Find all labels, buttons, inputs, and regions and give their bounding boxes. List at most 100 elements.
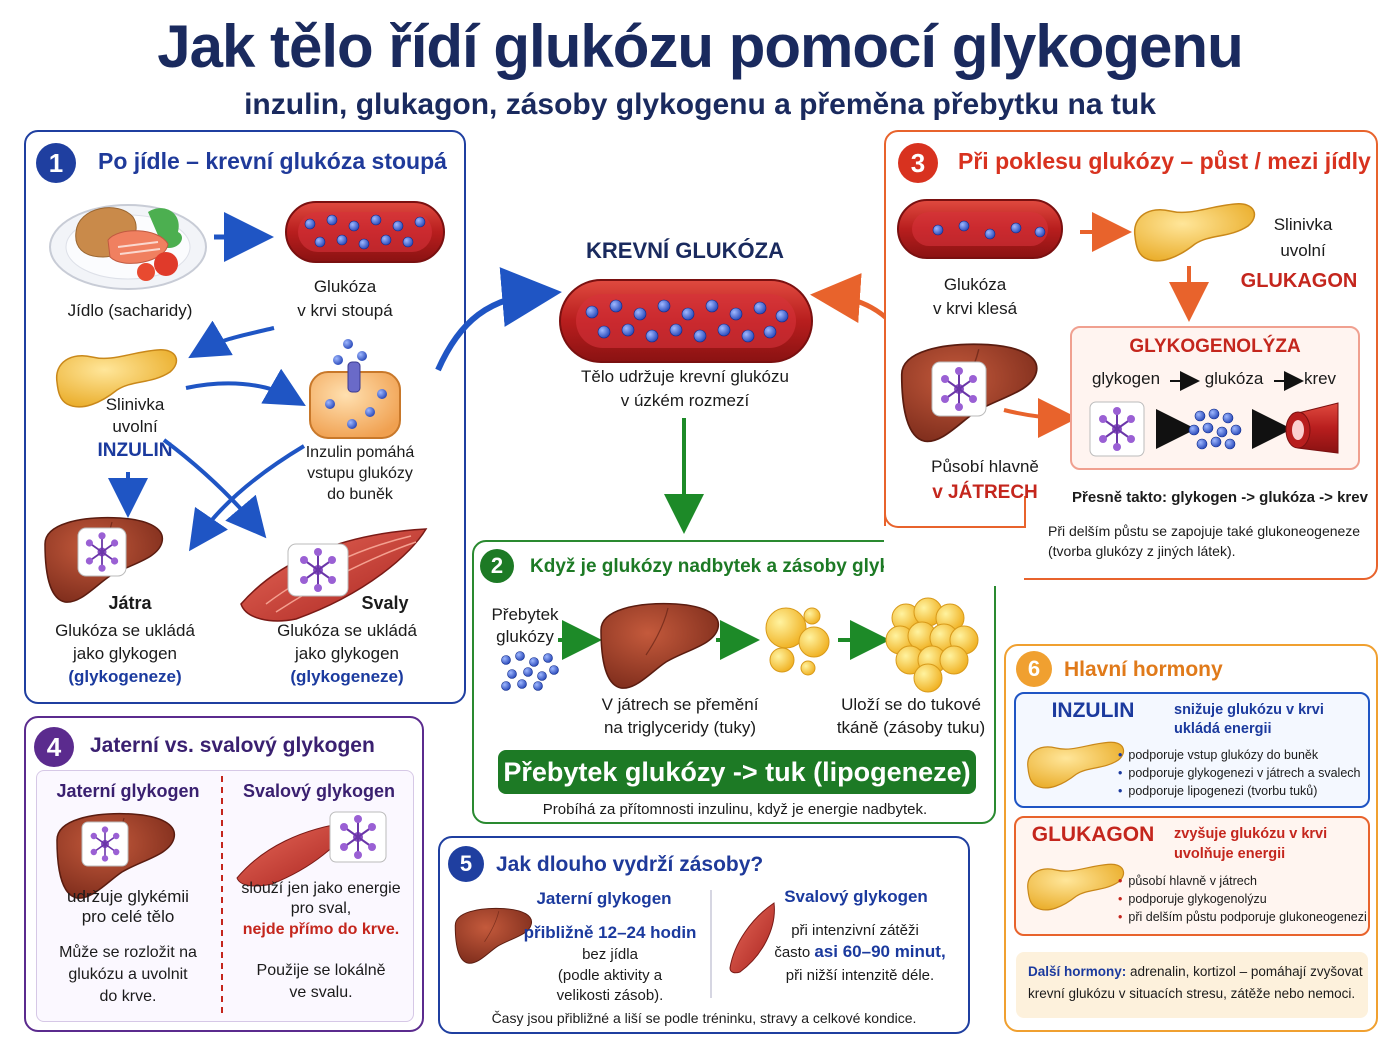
glucose-dot [348,220,360,232]
lipogenesis-banner-text: Přebytek glukózy -> tuk (lipogeneze) [503,757,971,787]
fat-line1: Uloží se do tukové [841,695,981,714]
pancreas-glucagon-icon [1133,203,1256,262]
panel3-arrows [1003,212,1209,438]
pancreas1-line1: Slinivka [105,395,165,414]
glucagon-point: podporuje glykogenolýzu [1118,890,1367,908]
insulin-effect-line2: ukládá energii [1174,721,1272,737]
page-subtitle: inzulin, glukagon, zásoby glykogenu a př… [244,88,1156,121]
glycogenolysis-title: GLYKOGENOLÝZA [1129,336,1301,357]
cell-line3: do buněk [327,486,393,503]
panel5-number: 5 [448,846,484,882]
center-caption-line1: Tělo udržuje krevní glukózu [581,367,789,386]
blood-vessel-high-icon [285,201,445,263]
p5-right-line3: při nižší intenzitě déle. [785,967,935,984]
glucose-dot [741,329,755,343]
p5-right-title: Svalový glykogen [784,887,928,906]
glucose-dot [932,224,944,236]
insulin-card-name: INZULIN [1051,699,1135,722]
glucose-dot [501,681,511,691]
glucagon-effect-line1: zvyšuje glukózu v krvi [1174,826,1328,842]
glucose-dot [314,236,326,248]
exact-flow: Přesně takto: glykogen -> glukóza -> kre… [1072,489,1372,506]
p5-left-line3: (podle aktivity a [557,967,663,984]
glucose-dot [645,329,659,343]
p5-right-line1: při intenzivní zátěži [791,922,919,939]
glucagon-point: působí hlavně v játrech [1118,872,1367,890]
glucose-dot [358,238,370,250]
blood-low-line1: Glukóza [943,275,1007,294]
glucose-dot [669,323,683,337]
blood-rise-line1: Glukóza [313,277,377,296]
glucose-dot [336,234,348,246]
glucose-dot [729,307,743,321]
exact-prefix: Přesně takto: [1072,489,1168,506]
p4-liver-icon [56,812,176,899]
panel4-title: Jaterní vs. svalový glykogen [90,734,375,757]
glucose-dot [1208,408,1220,420]
exact-text: glykogen -> glukóza -> krev [1171,489,1368,506]
panel3-note-line1: Při delším půstu se zapojuje také glukon… [1048,523,1361,539]
glucose-dot [533,681,543,691]
excess-glucose-dots-icon [501,651,559,691]
glucose-dot [515,651,525,661]
insulin-points: podporuje vstup glukózy do buněk podporu… [1118,746,1360,800]
pancreas1-hormone: INZULIN [97,440,173,461]
flow-blood: krev [1303,369,1337,388]
blood-low-line2: v krvi klesá [932,299,1018,318]
glucose-dot [705,299,719,313]
glucose-dot [326,214,338,226]
panel3-note-line2: (tvorba glukózy z jiných látek). [1048,543,1236,559]
flow-arrow-1 [1170,371,1200,391]
glucose-dot [1210,436,1222,448]
glucose-dot [633,307,647,321]
blood-vessel-low-icon [897,199,1063,259]
glucose-dot [392,220,404,232]
panel1-number: 1 [36,143,76,183]
liver-glycogenolysis-icon [900,343,1038,443]
glucose-dot [523,667,533,677]
liver-glycogen-icon [44,516,164,603]
p5-muscle-icon [729,902,775,974]
arrow-food-to-blood [214,212,274,262]
p5-left-line4: velikosti zásob). [556,987,664,1004]
glucose-dot [414,216,426,228]
muscle1-line1: Glukóza se ukládá [277,621,417,640]
glucose-dot [984,228,996,240]
panel2-liver-line1: V játrech se přemění [601,695,759,714]
other-hormones-line2: krevní glukózu v situacích stresu, zátěž… [1028,986,1356,1001]
liver1-name: Játra [108,593,152,613]
liver-lipogenesis-icon [600,602,720,689]
glucagon-pancreas-icon [1027,863,1125,911]
excess-line2: glukózy [496,627,554,646]
muscle1-process: (glykogeneze) [290,667,404,686]
pancreas3-line1: Slinivka [1273,215,1333,234]
panel6-number: 6 [1016,651,1052,687]
glucose-dot [507,669,517,679]
insulin-effect-line1: snižuje glukózu v krvi [1174,702,1324,718]
other-hormones-text1: adrenalin, kortizol – pomáhají zvyšovat [1130,964,1363,979]
glucose-dot [543,653,553,663]
panel2-liver-line2: na triglyceridy (tuky) [603,718,757,737]
p4-right-line4: Použije se lokálně [256,962,386,979]
panel4-divider [221,776,223,1016]
p4-left-line2: pro celé tělo [81,907,175,926]
panel3-title: Při poklesu glukózy – půst / mezi jídly [958,148,1371,174]
glucagon-points: působí hlavně v játrech podporuje glykog… [1118,872,1367,926]
glucose-dot [1230,424,1242,436]
glucose-dot [1010,222,1022,234]
fat-line2: tkáně (zásoby tuku) [836,718,986,737]
glucose-dot [597,325,611,339]
panel3-notch [884,526,1024,586]
pancreas3-hormone: GLUKAGON [1240,270,1358,292]
food-plate-icon [49,204,207,290]
p4-left-title: Jaterní glykogen [56,781,200,801]
insulin-pancreas-icon [1027,741,1125,789]
panel3-number: 3 [898,143,938,183]
p5-left-line2: bez jídla [582,946,638,963]
page-title: Jak tělo řídí glukózu pomocí glykogenu [157,13,1243,80]
glucose-dot [763,325,777,339]
liver1-line2: jako glykogen [73,644,177,663]
glucagon-effect-line2: uvolňuje energii [1174,846,1286,862]
glucose-dot [1216,426,1228,438]
p4-left-line4: glukózu a uvolnit [68,966,188,983]
